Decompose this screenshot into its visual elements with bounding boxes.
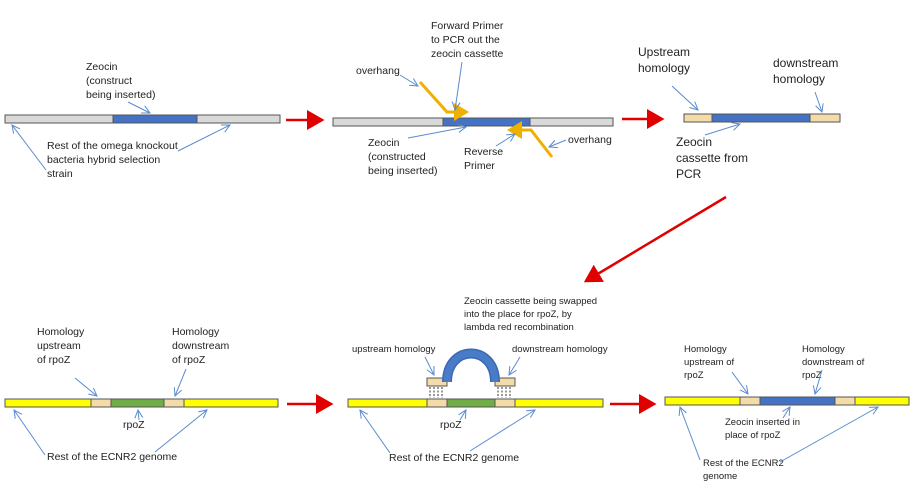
rest-pointer-right	[469, 410, 535, 452]
zeocin-cassette-segment	[711, 113, 811, 123]
rest-pointer-right	[779, 407, 878, 463]
homology-pairing-marks	[429, 387, 511, 398]
panel-5-lambda-red-recombination: Zeocin cassette being swapped into the p…	[347, 296, 608, 464]
downstream-homology-segment	[809, 113, 841, 123]
zeocin-pointer	[407, 127, 466, 139]
downstream-pointer	[509, 356, 521, 375]
reverse-primer	[507, 121, 554, 158]
upstream-homology-segment	[683, 113, 713, 123]
reverse-primer-label: Reverse Primer	[464, 146, 506, 172]
rpoz-pointer	[460, 410, 466, 421]
homology-downstream-label: Homology downstream of rpoZ	[802, 344, 867, 381]
downstream-pointer	[814, 91, 822, 112]
zeocin-inserted-label: Zeocin inserted in place of rpoZ	[725, 417, 803, 441]
homology-downstream-pointer	[815, 369, 823, 394]
downstream-homology-segment	[834, 396, 856, 406]
overhang-bottom-pointer	[549, 139, 567, 147]
genome-right	[514, 398, 604, 408]
rpoz-label: rpoZ	[123, 419, 145, 431]
panel-3-pcr-product: Upstream homology downstream homology Ze…	[638, 45, 842, 181]
homology-upstream-label: Homology upstream of rpoZ	[684, 344, 737, 381]
upstream-homology-label: upstream homology	[352, 344, 436, 355]
panel-4-ecnr2-genome: Homology upstream of rpoZ Homology downs…	[4, 326, 279, 463]
genome-left	[347, 398, 428, 408]
overhang-top-label: overhang	[356, 65, 400, 77]
forward-primer-label: Forward Primer to PCR out the zeocin cas…	[431, 20, 506, 60]
gray-strand-left	[4, 114, 114, 124]
upstream-homology-segment	[90, 398, 112, 408]
rest-of-strain-label: Rest of the omega knockout bacteria hybr…	[47, 140, 181, 180]
zeocin-label: Zeocin (construct being inserted)	[86, 61, 155, 101]
zeocin-label: Zeocin (constructed being inserted)	[368, 137, 437, 177]
homology-upstream-pointer	[74, 377, 97, 396]
panel-6-final-genome: Homology upstream of rpoZ Homology downs…	[664, 344, 910, 482]
gray-strand-right	[529, 117, 614, 127]
zeocin-cassette-arch-fill	[443, 350, 499, 383]
rpoz-segment	[446, 398, 496, 408]
rest-pointer-right	[177, 125, 230, 152]
reverse-primer-pointer	[495, 134, 515, 147]
upstream-homology-segment	[739, 396, 761, 406]
homology-downstream-pointer	[175, 368, 187, 396]
upstream-pointer	[671, 85, 698, 110]
downstream-homology-segment	[494, 398, 516, 408]
rest-pointer-left	[12, 125, 47, 171]
rest-pointer-right	[154, 410, 207, 453]
forward-primer-pointer	[455, 61, 463, 110]
homology-upstream-pointer	[731, 371, 748, 394]
gray-strand-right	[196, 114, 281, 124]
rest-pointer-left	[14, 410, 46, 456]
zeocin-segment	[442, 117, 531, 127]
rpoz-segment	[110, 398, 165, 408]
genome-left	[4, 398, 92, 408]
downstream-homology-label: downstream homology	[512, 344, 608, 355]
downstream-homology-segment	[163, 398, 185, 408]
genome-left	[664, 396, 741, 406]
rest-of-genome-label: Rest of the ECNR2 genome	[389, 452, 519, 464]
panel-2-pcr-primers: Forward Primer to PCR out the zeocin cas…	[332, 20, 614, 177]
overhang-bottom-label: overhang	[568, 134, 612, 146]
zeocin-segment	[112, 114, 198, 124]
rest-of-genome-label: Rest of the ECNR2 genome	[703, 458, 786, 482]
downstream-homology-label: downstream homology	[773, 56, 842, 86]
cassette-label: Zeocin cassette from PCR	[676, 135, 751, 181]
genome-right	[183, 398, 279, 408]
upstream-homology-segment	[426, 398, 448, 408]
homology-downstream-label: Homology downstream of rpoZ	[172, 326, 232, 366]
zeocin-pointer	[127, 101, 150, 113]
cassette-pointer	[704, 124, 740, 136]
upstream-homology-label: Upstream homology	[638, 45, 693, 75]
overhang-top-pointer	[399, 74, 418, 86]
zeocin-inserted-pointer	[783, 407, 790, 419]
rest-pointer-left	[360, 410, 391, 454]
rpoz-label: rpoZ	[440, 419, 462, 431]
swap-description-label: Zeocin cassette being swapped into the p…	[464, 296, 600, 333]
forward-primer	[418, 80, 469, 121]
rest-pointer-left	[680, 407, 701, 461]
genome-right	[854, 396, 910, 406]
rest-of-genome-label: Rest of the ECNR2 genome	[47, 451, 177, 463]
rpoz-pointer	[138, 410, 139, 421]
upstream-pointer	[424, 356, 434, 375]
panel-1-original-strain: Zeocin (construct being inserted) Rest o…	[4, 61, 281, 180]
gray-strand-left	[332, 117, 444, 127]
zeocin-inserted-segment	[759, 396, 836, 406]
flow-arrow-3	[583, 195, 727, 283]
homology-upstream-label: Homology upstream of rpoZ	[37, 326, 87, 366]
